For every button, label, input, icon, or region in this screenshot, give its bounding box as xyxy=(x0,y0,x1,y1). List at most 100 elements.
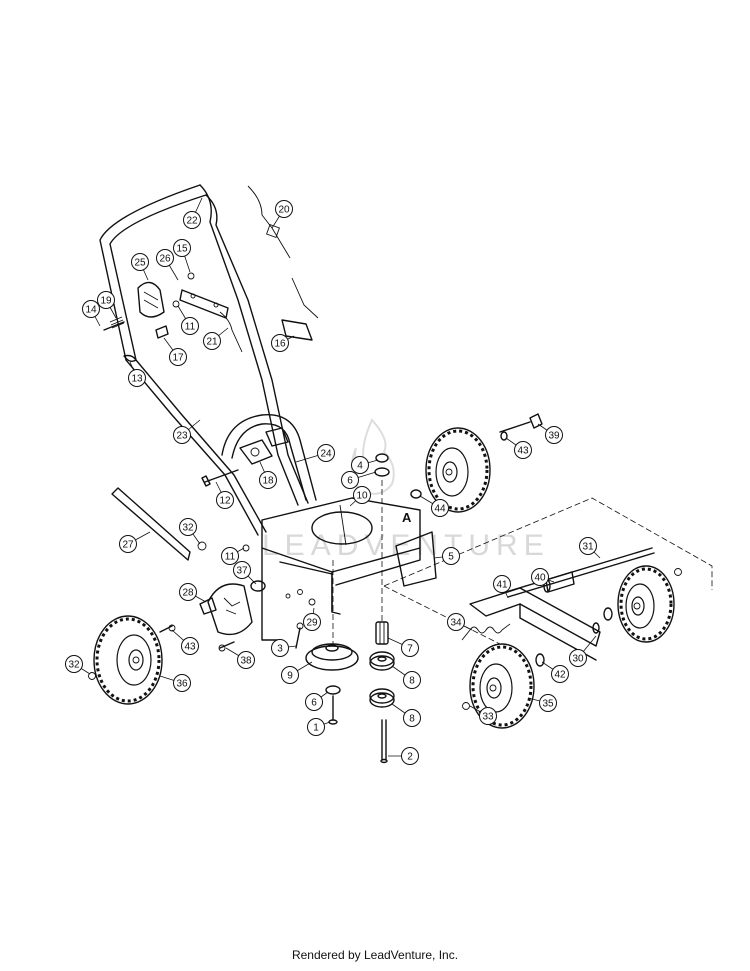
callout-label-27: 27 xyxy=(122,540,134,551)
callout-label-32b: 32 xyxy=(68,660,80,671)
callout-circle-17 xyxy=(169,348,187,366)
callout-label-19: 19 xyxy=(100,296,112,307)
adjuster-rod xyxy=(111,487,191,561)
callout-circle-11a xyxy=(181,317,199,335)
callout-circle-31 xyxy=(579,537,597,555)
callout-circle-4 xyxy=(351,456,369,474)
callout-circle-19 xyxy=(97,291,115,309)
callout-label-2: 2 xyxy=(407,752,413,763)
callout-circle-9 xyxy=(281,666,299,684)
callout-circle-3 xyxy=(271,639,289,657)
deflector xyxy=(395,531,437,587)
callout-circle-43b xyxy=(181,637,199,655)
lower-handle xyxy=(221,414,317,501)
callout-label-3: 3 xyxy=(277,644,283,655)
callout-label-30: 30 xyxy=(572,654,584,665)
wheel-front-left xyxy=(93,615,163,705)
callout-circle-38 xyxy=(237,651,255,669)
wheel-rear-right xyxy=(617,565,675,643)
callout-circle-23 xyxy=(173,426,191,444)
callout-circle-27 xyxy=(119,535,137,553)
callout-label-10: 10 xyxy=(356,491,368,502)
watermark: LEADVENTURE xyxy=(262,529,550,562)
callout-label-16: 16 xyxy=(274,339,286,350)
callout-circle-20 xyxy=(275,200,293,218)
callout-circle-6b xyxy=(305,693,323,711)
callout-label-34: 34 xyxy=(450,618,462,629)
wheel-front-right xyxy=(425,427,491,513)
callout-circle-12 xyxy=(216,491,234,509)
height-adjuster xyxy=(207,583,253,636)
callout-label-23: 23 xyxy=(176,431,188,442)
callout-label-6b: 6 xyxy=(311,698,317,709)
callout-circle-14 xyxy=(82,300,100,318)
callout-label-4: 4 xyxy=(357,461,363,472)
callout-label-35: 35 xyxy=(542,699,554,710)
callout-label-21: 21 xyxy=(206,337,218,348)
callout-circle-2 xyxy=(401,747,419,765)
callout-circle-30 xyxy=(569,649,587,667)
callout-label-43a: 43 xyxy=(517,446,529,457)
callout-label-9: 9 xyxy=(287,671,293,682)
pulley-upper xyxy=(369,655,395,671)
reference-letter-a: A xyxy=(402,510,412,525)
axle xyxy=(505,547,653,593)
callout-circle-15 xyxy=(173,239,191,257)
callout-circle-25 xyxy=(131,253,149,271)
callout-label-7: 7 xyxy=(407,644,413,655)
callout-label-20: 20 xyxy=(278,205,290,216)
callout-label-28: 28 xyxy=(182,588,194,599)
callout-circle-43a xyxy=(514,441,532,459)
callout-circle-10 xyxy=(353,486,371,504)
part-callouts: 1234566788910111112131415161718192021222… xyxy=(65,197,601,765)
spacer xyxy=(375,621,389,645)
callout-circle-11b xyxy=(221,547,239,565)
callout-label-11a: 11 xyxy=(185,322,196,333)
callout-circle-26 xyxy=(156,249,174,267)
callout-label-43b: 43 xyxy=(184,642,196,653)
callout-circle-8a xyxy=(403,671,421,689)
pulley-lower xyxy=(369,692,395,708)
callout-label-36: 36 xyxy=(176,679,188,690)
callout-label-37: 37 xyxy=(236,566,248,577)
callout-circle-37 xyxy=(233,561,251,579)
upper-handle xyxy=(99,184,259,536)
blade-stack xyxy=(305,453,395,764)
callout-circle-18 xyxy=(259,471,277,489)
callout-circle-28 xyxy=(179,583,197,601)
callout-label-11b: 11 xyxy=(225,552,236,563)
callout-label-39: 39 xyxy=(548,431,560,442)
callout-circle-24 xyxy=(317,444,335,462)
blade-disc xyxy=(305,645,359,671)
callout-label-15: 15 xyxy=(176,244,188,255)
callout-circle-22 xyxy=(183,211,201,229)
callout-circle-41 xyxy=(493,575,511,593)
callout-label-29: 29 xyxy=(306,618,318,629)
callout-circle-34 xyxy=(447,613,465,631)
callout-circle-32a xyxy=(179,518,197,536)
callout-label-33: 33 xyxy=(482,712,494,723)
callout-label-22: 22 xyxy=(186,216,198,227)
callout-circle-44 xyxy=(431,499,449,517)
callout-label-24: 24 xyxy=(320,449,332,460)
control-lever xyxy=(137,281,165,318)
callout-circle-16 xyxy=(271,334,289,352)
callout-circle-40 xyxy=(531,568,549,586)
callout-circle-42 xyxy=(551,665,569,683)
axle-bracket xyxy=(469,587,601,647)
callout-label-42: 42 xyxy=(554,670,566,681)
callout-label-31: 31 xyxy=(582,542,594,553)
callout-circle-13 xyxy=(128,369,146,387)
callout-circle-39 xyxy=(545,426,563,444)
callout-label-18: 18 xyxy=(262,476,274,487)
callout-circle-35 xyxy=(539,694,557,712)
callout-label-32a: 32 xyxy=(182,523,194,534)
callout-circle-8b xyxy=(403,709,421,727)
footer-credit: Rendered by LeadVenture, Inc. xyxy=(291,948,459,962)
spring xyxy=(469,626,503,634)
callout-label-17: 17 xyxy=(172,353,184,364)
callout-label-38: 38 xyxy=(240,656,252,667)
callout-label-8b: 8 xyxy=(409,714,415,725)
callout-label-41: 41 xyxy=(496,580,508,591)
callout-label-44: 44 xyxy=(434,504,446,515)
